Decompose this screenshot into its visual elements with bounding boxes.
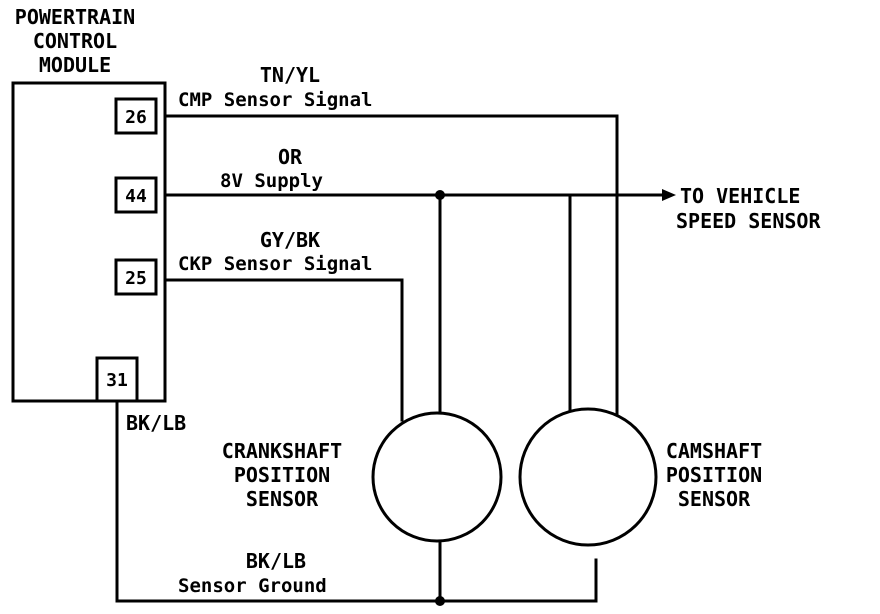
- vss-label-line2: SPEED SENSOR: [676, 209, 821, 233]
- powertrain-control-module: [11, 81, 167, 403]
- crankshaft-position-sensor: [371, 411, 503, 543]
- supply-signal-label: 8V Supply: [220, 170, 323, 192]
- pin-26-box: [114, 97, 158, 135]
- module-title-line2: CONTROL: [33, 29, 117, 53]
- vss-label-line1: TO VEHICLE: [680, 184, 800, 208]
- pin-25-label: 25: [125, 268, 147, 289]
- supply-splice-dot: [435, 190, 445, 200]
- ckp-signal-wire: [163, 278, 404, 422]
- pin-26-label: 26: [125, 107, 147, 128]
- cam-sensor-line1: CAMSHAFT: [666, 439, 762, 463]
- crank-sensor-line1: CRANKSHAFT: [222, 439, 342, 463]
- ckp-signal-label: CKP Sensor Signal: [178, 253, 372, 275]
- module-title-line3: MODULE: [39, 53, 111, 77]
- cam-sensor-line3: SENSOR: [678, 487, 751, 511]
- pin-25-box: [114, 258, 158, 296]
- crank-sensor-line3: SENSOR: [246, 487, 319, 511]
- ground-splice-dot: [435, 596, 445, 606]
- ground-signal-label: Sensor Ground: [178, 575, 327, 597]
- pin-31-label: 31: [106, 370, 128, 391]
- cmp-signal-label: CMP Sensor Signal: [178, 89, 372, 111]
- pin-44-label: 44: [125, 186, 147, 207]
- pin-44-box: [114, 176, 158, 214]
- cam-sensor-line2: POSITION: [666, 463, 762, 487]
- cmp-wire-color: TN/YL: [260, 63, 320, 87]
- supply-wire-color: OR: [278, 145, 303, 169]
- sensor-ground-wire: [115, 399, 598, 603]
- cmp-signal-wire: [163, 114, 619, 427]
- ckp-wire-color: GY/BK: [260, 228, 320, 252]
- ground-pin-wire-color: BK/LB: [126, 411, 186, 435]
- crank-sensor-line2: POSITION: [234, 463, 330, 487]
- supply-arrow-icon: [662, 189, 676, 201]
- ground-wire-color: BK/LB: [246, 549, 306, 573]
- module-title-line1: POWERTRAIN: [15, 5, 135, 29]
- camshaft-position-sensor: [518, 407, 658, 547]
